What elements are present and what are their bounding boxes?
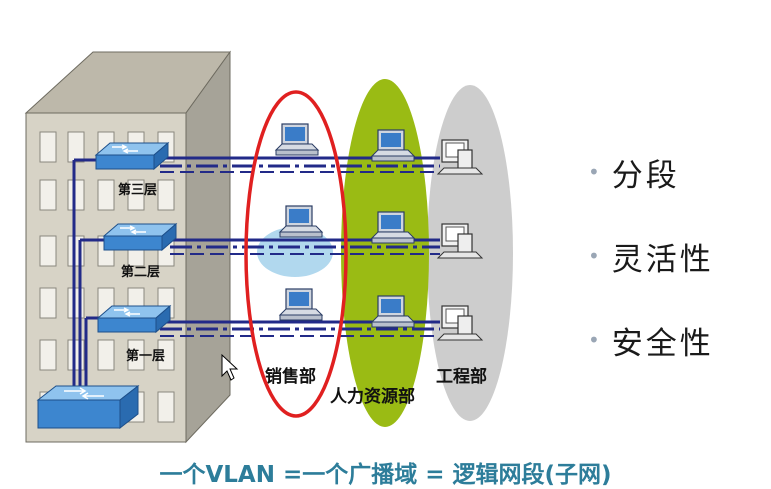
- computer-icon: [279, 205, 323, 238]
- building-window: [39, 179, 57, 211]
- feature-item-flexibility: • 灵活性: [588, 214, 714, 298]
- switch-icon: [97, 305, 171, 333]
- dept-label-sales: 销售部: [265, 366, 316, 387]
- building-window: [67, 131, 85, 163]
- building-window: [39, 339, 57, 371]
- floor-label-1: 第一层: [126, 348, 165, 364]
- switch-icon: [103, 223, 177, 251]
- footer-formula: 一个VLAN =一个广播域 = 逻辑网段(子网): [159, 462, 612, 488]
- feature-item-security: • 安全性: [588, 298, 714, 382]
- vlan-links: [160, 156, 440, 337]
- building-window: [39, 287, 57, 319]
- building-window: [97, 339, 115, 371]
- bullet-dot: •: [588, 328, 600, 352]
- building-window: [157, 179, 175, 211]
- floor-label-3: 第三层: [118, 182, 157, 198]
- feature-item-segmentation: • 分段: [588, 130, 714, 214]
- dept-label-engineering: 工程部: [436, 366, 487, 387]
- feature-text: 安全性: [611, 325, 714, 362]
- building-window: [67, 339, 85, 371]
- floor-label-2: 第二层: [121, 264, 160, 280]
- sales-dept-ellipse: [244, 90, 348, 418]
- bullet-dot: •: [588, 244, 600, 268]
- building-window: [127, 339, 145, 371]
- building-window: [67, 287, 85, 319]
- computer-icon: [275, 123, 319, 156]
- building-window: [157, 339, 175, 371]
- bullet-dot: •: [588, 160, 600, 184]
- feature-text: 分段: [611, 157, 680, 194]
- feature-list: • 分段 • 灵活性 • 安全性: [588, 130, 714, 382]
- building-window: [97, 179, 115, 211]
- building-window: [39, 131, 57, 163]
- computer-icon: [279, 288, 323, 321]
- building-window: [157, 391, 175, 423]
- dept-label-hr: 人力资源部: [330, 386, 415, 407]
- switch-icon: [95, 142, 169, 170]
- building-window: [39, 235, 57, 267]
- switch-icon: [36, 384, 140, 430]
- building-window: [127, 179, 145, 211]
- building-window: [67, 179, 85, 211]
- feature-text: 灵活性: [611, 241, 714, 278]
- cursor-icon: [221, 353, 239, 381]
